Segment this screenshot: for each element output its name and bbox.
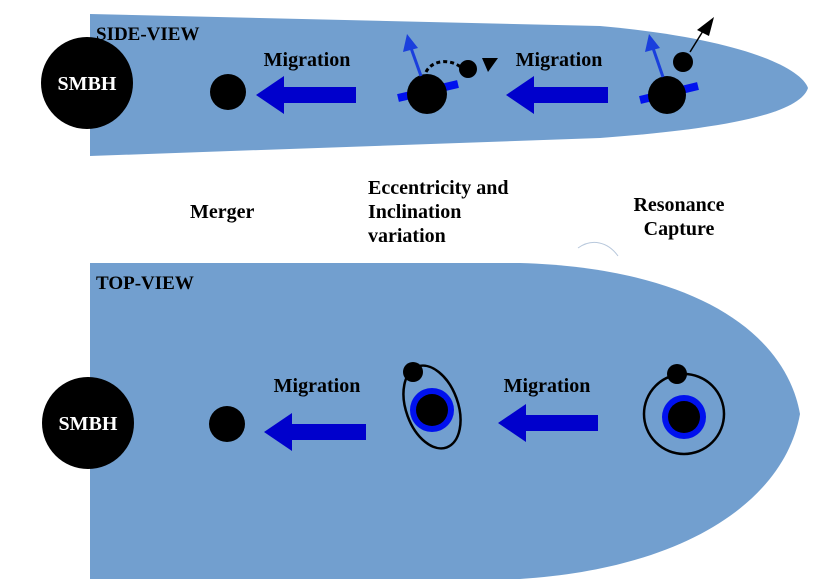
top-view-title: TOP-VIEW [96,273,194,294]
merged-black-hole-top [209,406,245,442]
top-view-panel: TOP-VIEW SMBH Migration Migration [42,263,800,579]
primary-black-hole-top-2 [668,401,700,433]
spin-arrow-head-side-1 [403,34,418,52]
smbh-top [42,377,134,469]
spin-axis-side-2 [651,47,665,78]
merger-text: Merger [190,201,255,223]
side-view-panel: SIDE-VIEW SMBH Migration Migration [41,14,808,156]
primary-black-hole-top-1 [416,394,448,426]
orbit-path-side-1 [424,60,463,73]
eccentricity-line-3: variation [368,225,446,247]
resonance-line-2: Capture [643,218,715,240]
migration-label-top-2: Migration [504,375,591,397]
migration-arrow-side-1 [256,76,356,114]
smbh-label-top: SMBH [59,413,118,435]
migration-arrow-top-1 [264,413,366,451]
primary-black-hole-side-2 [648,76,686,114]
migration-arrow-top-2 [498,404,598,442]
escape-arrow-head-side [697,17,714,36]
stage-label-merger: Merger [190,200,254,224]
resonance-line-1: Resonance [633,194,725,216]
migration-label-side-2: Migration [516,49,603,71]
motion-arrow-side-1 [482,58,498,72]
secondary-black-hole-top-1 [403,362,423,382]
eccentric-binary-side [397,34,498,114]
stage-label-resonance: Resonance Capture [622,193,736,241]
migration-label-top-1: Migration [274,375,361,397]
migration-arrow-side-2 [506,76,608,114]
eccentricity-line-1: Eccentricity and [368,177,509,199]
smbh-label-side: SMBH [58,73,117,95]
escape-vector-side [689,30,704,53]
eccentricity-line-2: Inclination [368,201,462,223]
merged-black-hole-side [210,74,246,110]
side-view-title: SIDE-VIEW [96,24,199,45]
secondary-black-hole-side-1 [459,60,477,78]
spin-axis-side-1 [409,47,423,77]
resonance-binary-top [642,364,726,456]
migration-label-side-1: Migration [264,49,351,71]
stage-label-eccentricity: Eccentricity and Inclination variation [368,176,509,248]
smbh-side [41,37,133,129]
primary-black-hole-side-1 [407,74,447,114]
secondary-black-hole-top-2 [667,364,687,384]
spin-arrow-head-side-2 [645,34,660,52]
decorative-arc [577,241,619,257]
resonance-binary-side [639,17,714,114]
eccentric-binary-top [402,362,462,450]
secondary-black-hole-side-2 [673,52,693,72]
